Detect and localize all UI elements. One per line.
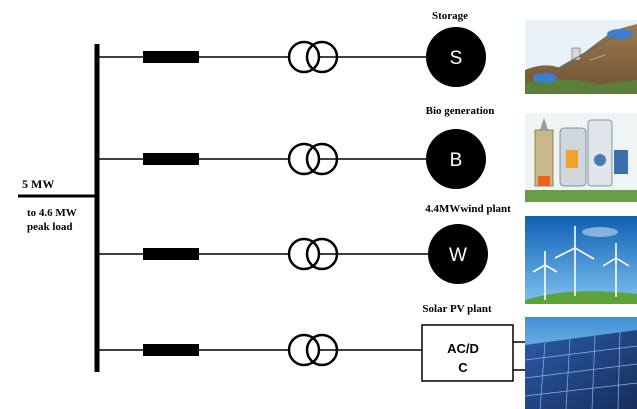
transformer-icon (287, 142, 339, 176)
wind-generator-letter: W (449, 245, 467, 266)
storage-generator-letter: S (450, 48, 463, 69)
storage-generator-symbol (426, 27, 486, 87)
transformer-icon (287, 333, 339, 367)
storage-title: Storage (432, 10, 468, 22)
cable-impedance-block (143, 153, 199, 165)
wind-turbines-picture (525, 216, 637, 304)
feeder-wind: W 4.4MWwind plant (97, 203, 511, 284)
cable-impedance-block (143, 51, 199, 63)
pumped-hydro-storage-picture (525, 20, 637, 94)
ac-dc-converter-box (421, 324, 514, 382)
converter-label-line1: AC/D (447, 341, 479, 356)
bio-generator-letter: B (450, 150, 463, 171)
transformer-icon (287, 237, 339, 271)
cable-impedance-block (143, 344, 199, 356)
transformer-icon (287, 40, 339, 74)
peak-load-label-line2: peak load (27, 221, 73, 233)
bus-capacity-label: 5 MW (22, 177, 54, 191)
cable-impedance-block (143, 248, 199, 260)
converter-label-line2: C (458, 360, 468, 375)
bio-generator-symbol (426, 129, 486, 189)
solar-plant-title: Solar PV plant (422, 303, 492, 315)
bio-generation-title: Bio generation (426, 105, 495, 117)
wind-plant-title: 4.4MWwind plant (425, 203, 511, 215)
bio-generation-plant-picture (525, 113, 637, 202)
feeder-solar-pv: AC/D C Solar PV plant (97, 303, 527, 382)
solar-panels-picture (524, 317, 637, 409)
peak-load-label-line1: to 4.6 MW (27, 207, 77, 219)
feeder-storage: S Storage (97, 10, 486, 87)
feeder-bio-generation: B Bio generation (97, 105, 494, 189)
wind-generator-symbol (428, 224, 488, 284)
